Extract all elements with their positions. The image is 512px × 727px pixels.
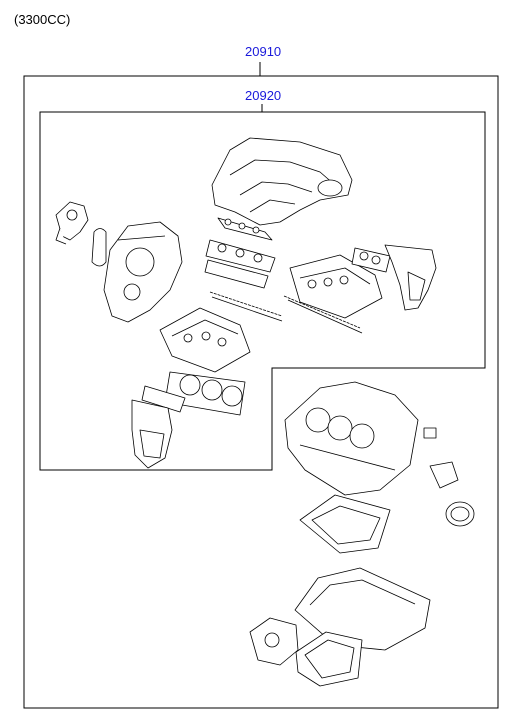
head-cover-gasket-rh[interactable] xyxy=(283,295,363,334)
oil-filter-housing[interactable] xyxy=(249,617,299,666)
engine-label: (3300CC) xyxy=(14,12,71,27)
intake-manifold-gasket[interactable] xyxy=(217,217,273,241)
oil-pan-lower[interactable] xyxy=(295,631,363,687)
head-gasket-lh[interactable] xyxy=(164,371,246,416)
crankshaft-oil-seal[interactable] xyxy=(445,501,475,527)
timing-chain-cover[interactable] xyxy=(103,221,183,323)
cylinder-head-rh[interactable] xyxy=(289,254,383,319)
water-outlet-fitting[interactable] xyxy=(429,461,459,489)
ladder-frame[interactable] xyxy=(299,494,391,554)
timing-cover-gasket[interactable] xyxy=(91,228,107,267)
cylinder-block[interactable] xyxy=(284,381,419,496)
plenum-gasket-set[interactable] xyxy=(204,239,276,289)
water-drain-plug[interactable] xyxy=(423,427,437,439)
cylinder-head-lh[interactable] xyxy=(159,307,251,373)
intake-manifold[interactable] xyxy=(211,137,353,226)
head-cover-gasket-lh[interactable] xyxy=(209,291,283,322)
inner-kit-frame-20920 xyxy=(39,111,486,471)
outer-kit-frame-20910 xyxy=(23,75,499,709)
part-number-20910[interactable]: 20910 xyxy=(245,44,282,59)
exhaust-manifold-lh[interactable] xyxy=(131,399,173,469)
part-number-20920[interactable]: 20920 xyxy=(245,88,282,103)
exhaust-manifold-gasket-lh[interactable] xyxy=(141,385,186,413)
oil-pan-upper[interactable] xyxy=(294,567,431,651)
exhaust-manifold-gasket-rh[interactable] xyxy=(351,247,391,273)
thermostat-housing[interactable] xyxy=(55,201,89,245)
exhaust-manifold-rh[interactable] xyxy=(384,244,437,311)
